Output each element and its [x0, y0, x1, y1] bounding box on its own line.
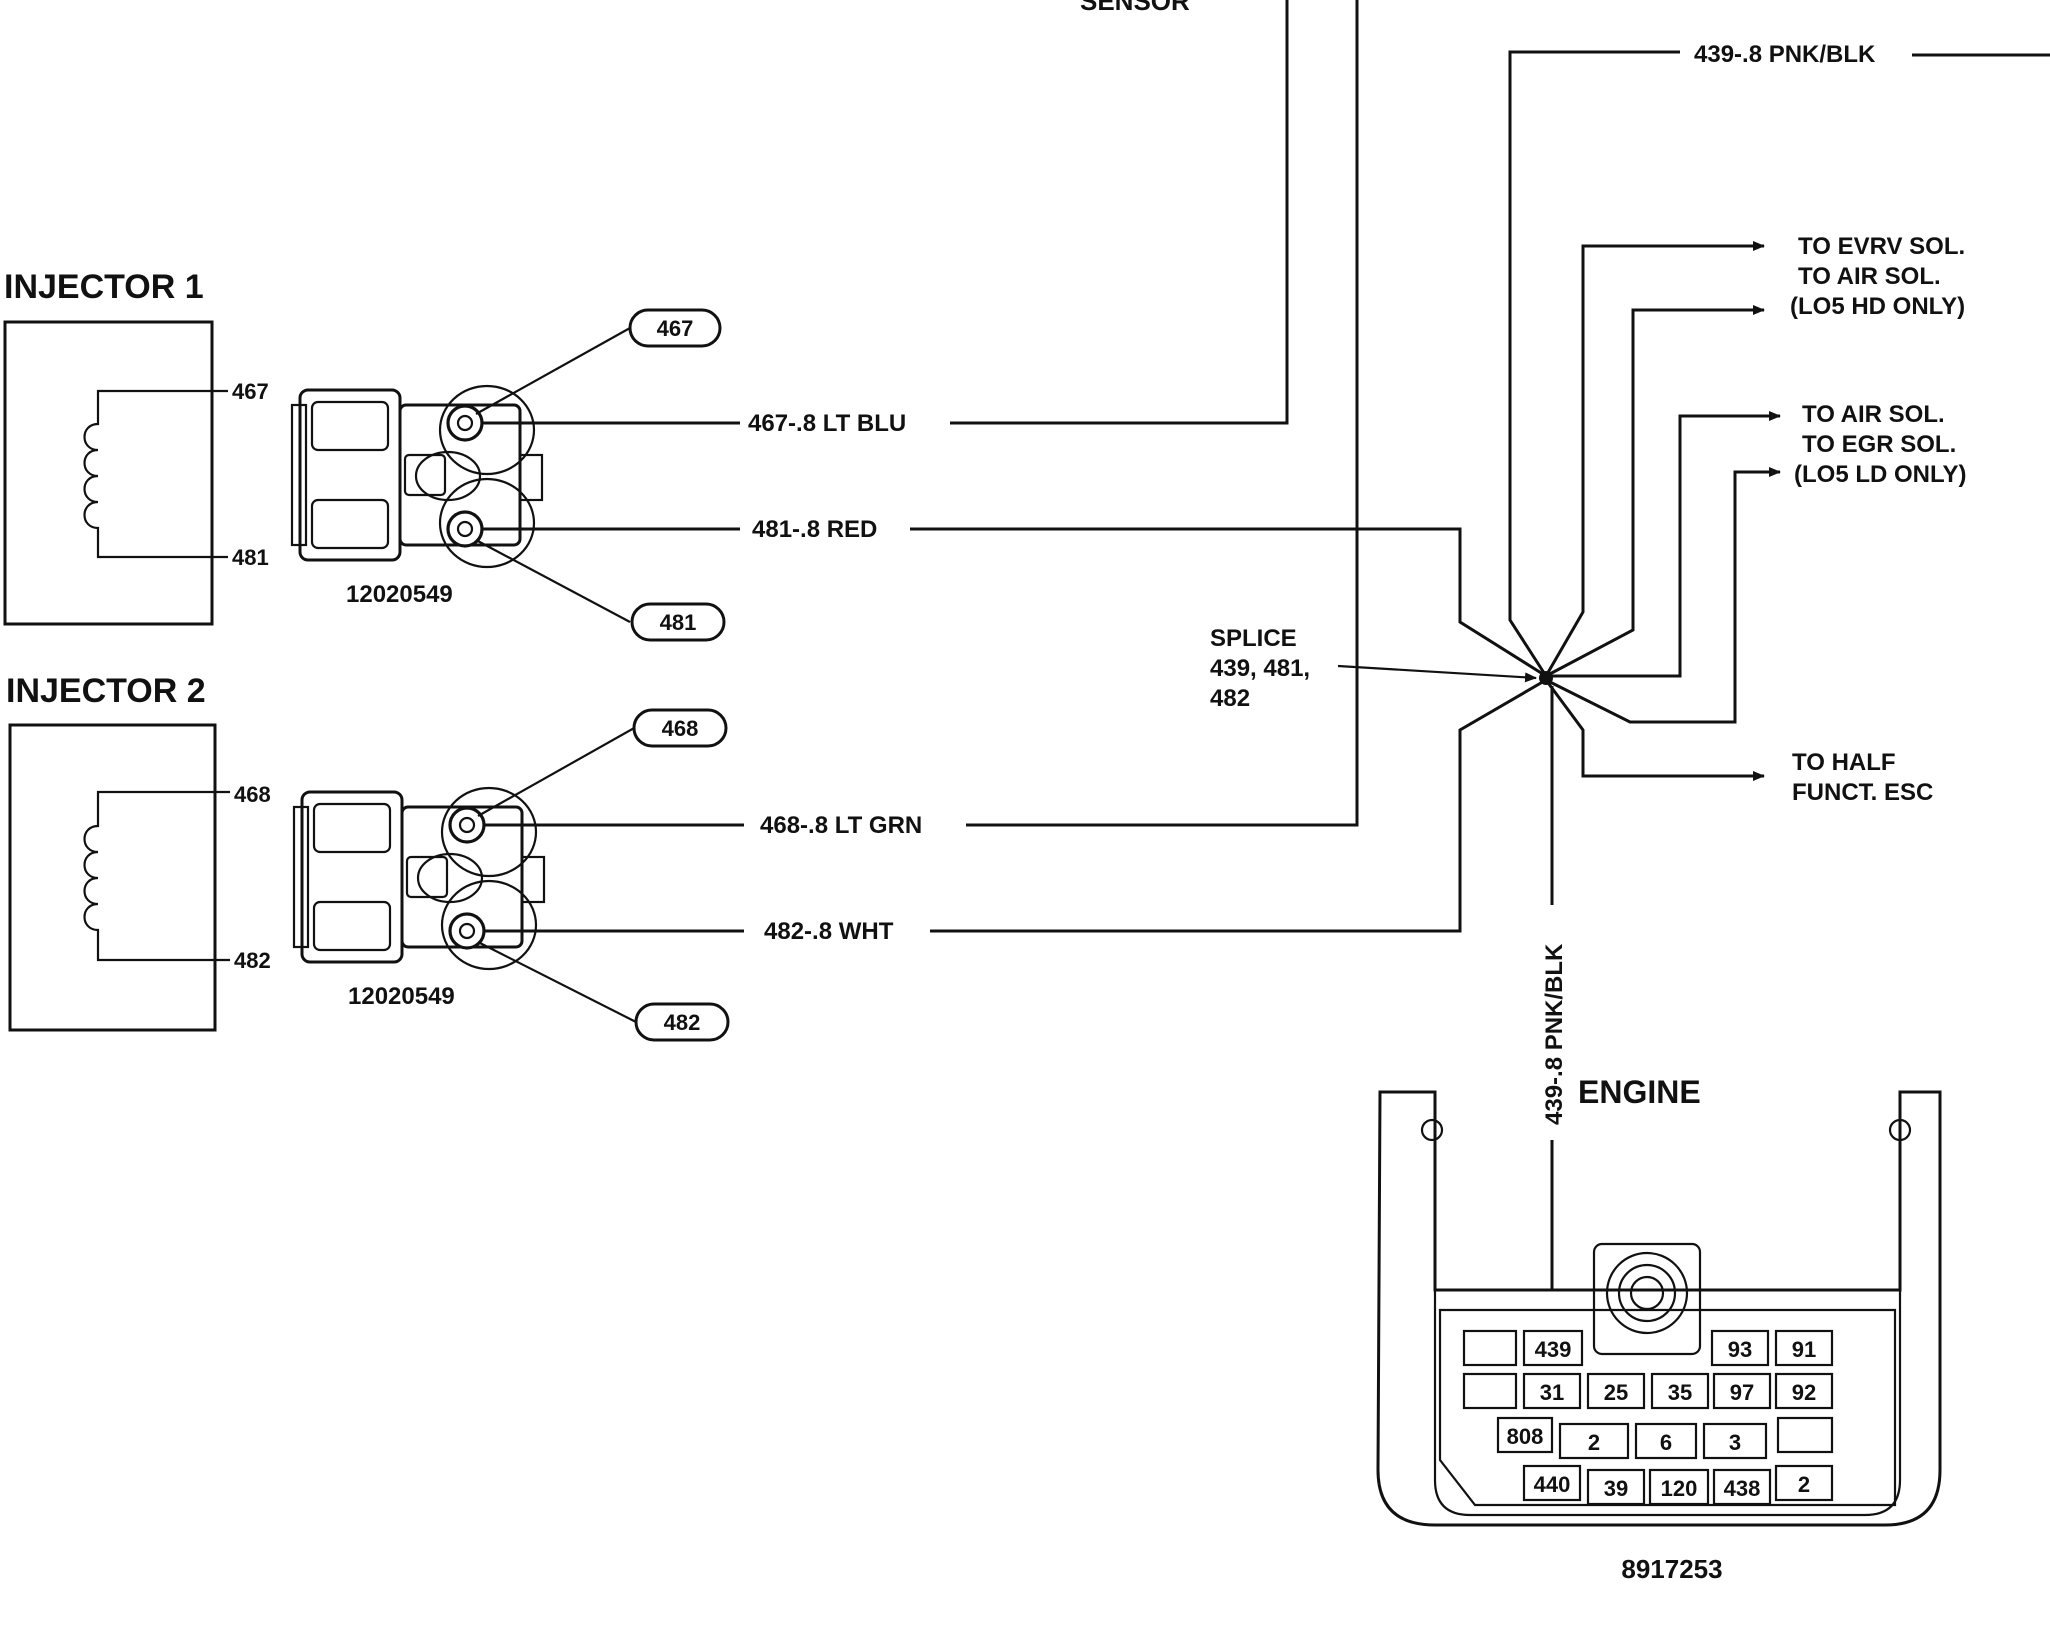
engine-cavity [1648, 1468, 1710, 1506]
injector-1-title: INJECTOR 1 [4, 268, 204, 306]
engine-cavity [1496, 1416, 1554, 1454]
engine-connector: ENGINE 439 93 91 31 25 35 97 92 808 2 [1376, 1074, 1942, 1584]
injector-1-tag-bottom-label: 481 [660, 610, 697, 635]
engine-cavity [1712, 1372, 1772, 1410]
wire-468-label: 468-.8 LT GRN [760, 812, 922, 839]
wire-481-run [910, 527, 1547, 678]
engine-cavity-label: 93 [1728, 1337, 1752, 1362]
wire-439-top-run [1508, 50, 1680, 677]
engine-connector-latch [1592, 1242, 1702, 1356]
injector-2-pin-top: 468 [234, 782, 271, 807]
engine-cavity [1650, 1372, 1710, 1410]
engine-cavity [1712, 1468, 1772, 1506]
engine-cavity [1774, 1372, 1834, 1410]
dest-esc-line2: FUNCT. ESC [1792, 779, 1933, 806]
engine-cavity [1462, 1329, 1518, 1367]
engine-cavity-label: 97 [1730, 1380, 1754, 1405]
wire-482-label: 482-.8 WHT [764, 918, 894, 945]
injector-1-tag-top-label: 467 [657, 316, 694, 341]
injector-1-pin-top: 467 [232, 379, 269, 404]
injector-2-tag-bottom [634, 1002, 730, 1042]
engine-cavity-label: 25 [1604, 1380, 1628, 1405]
injector-2-pin-bottom: 482 [234, 948, 271, 973]
sensor-label-fragment: SENSOR [1080, 0, 1190, 16]
wire-to-egr [1545, 467, 1781, 724]
engine-cavity-label: 31 [1540, 1380, 1564, 1405]
injector-2: INJECTOR 2 468 482 12020549 468 [6, 672, 730, 1042]
engine-cavity-label: 39 [1604, 1476, 1628, 1501]
engine-cavity-label: 2 [1798, 1472, 1810, 1497]
engine-cavity [1522, 1329, 1584, 1367]
injector-2-body [8, 723, 217, 1032]
engine-cavity-label: 439 [1535, 1337, 1572, 1362]
engine-cavity [1702, 1422, 1768, 1460]
wire-439-vertical-label: 439-.8 PNK/BLK [1541, 943, 1568, 1125]
dest-esc-line1: TO HALF [1792, 749, 1896, 776]
engine-cavity-label: 438 [1724, 1476, 1761, 1501]
engine-cavity [1586, 1372, 1646, 1410]
engine-cavity-label: 440 [1534, 1472, 1571, 1497]
engine-cavity [1462, 1372, 1518, 1410]
engine-connector-shell [1376, 1090, 1942, 1527]
engine-cavity-label: 120 [1661, 1476, 1698, 1501]
engine-cavity-label: 6 [1660, 1430, 1672, 1455]
engine-cavity-label: 3 [1729, 1430, 1741, 1455]
engine-cavity [1558, 1422, 1630, 1460]
engine-cavity-label: 91 [1792, 1337, 1816, 1362]
wire-467-run [950, 0, 1289, 425]
injector-1-tag-bottom [630, 602, 726, 642]
engine-title: ENGINE [1578, 1074, 1701, 1110]
engine-connector-inner [1433, 1288, 1902, 1517]
engine-cavity [1522, 1372, 1582, 1410]
splice-label-line2: 439, 481, [1210, 655, 1310, 682]
engine-cavity [1586, 1468, 1646, 1506]
injector-2-part-number: 12020549 [348, 983, 455, 1010]
engine-cavity [1774, 1329, 1834, 1367]
engine-cavity-label: 2 [1588, 1430, 1600, 1455]
wire-439-top-label: 439-.8 PNK/BLK [1694, 41, 1876, 68]
injector-2-coil-icon [83, 790, 230, 962]
injector-2-tag-bottom-label: 482 [664, 1010, 701, 1035]
injector-1-pin-bottom: 481 [232, 545, 269, 570]
engine-cavity [1776, 1416, 1834, 1454]
dest-egr-line2: TO EGR SOL. [1802, 431, 1956, 458]
engine-cavity [1634, 1422, 1698, 1460]
wire-468-run [966, 0, 1359, 827]
wire-467-label: 467-.8 LT BLU [748, 410, 906, 437]
engine-cavity-label: 808 [1507, 1424, 1544, 1449]
injector-1-connector [290, 384, 544, 569]
engine-cavity-label: 92 [1792, 1380, 1816, 1405]
injector-1-body [3, 320, 214, 626]
dest-evrv-line3: (LO5 HD ONLY) [1790, 293, 1965, 320]
dest-evrv-line1: TO EVRV SOL. [1798, 233, 1965, 260]
engine-cavity [1710, 1329, 1770, 1367]
injector-2-title: INJECTOR 2 [6, 672, 206, 710]
dest-egr-line3: (LO5 LD ONLY) [1794, 461, 1966, 488]
injector-2-connector [292, 786, 546, 971]
engine-part-number: 8917253 [1621, 1554, 1722, 1584]
wire-482-run [930, 678, 1547, 933]
engine-cavity-label: 35 [1668, 1380, 1692, 1405]
splice-pointer [1337, 664, 1537, 683]
wire-to-air-ld [1546, 411, 1781, 678]
engine-cavity [1774, 1464, 1834, 1502]
wire-to-air-hd [1545, 305, 1765, 678]
wire-to-evrv [1544, 241, 1765, 677]
injector-2-tag-top-label: 468 [662, 716, 699, 741]
engine-connector-bolt-icon [1605, 1251, 1689, 1335]
wire-to-esc [1544, 679, 1765, 781]
engine-cavity [1522, 1464, 1582, 1502]
injector-1: INJECTOR 1 467 481 12020549 467 [3, 268, 726, 642]
splice-label-line1: SPLICE [1210, 625, 1297, 652]
splice-label-line3: 482 [1210, 685, 1250, 712]
wire-481-label: 481-.8 RED [752, 516, 877, 543]
injector-1-tag-top [628, 308, 722, 348]
injector-1-coil-icon [83, 389, 228, 559]
injector-1-part-number: 12020549 [346, 581, 453, 608]
dest-evrv-line2: TO AIR SOL. [1798, 263, 1941, 290]
injector-2-tag-top [632, 708, 728, 748]
dest-egr-line1: TO AIR SOL. [1802, 401, 1945, 428]
